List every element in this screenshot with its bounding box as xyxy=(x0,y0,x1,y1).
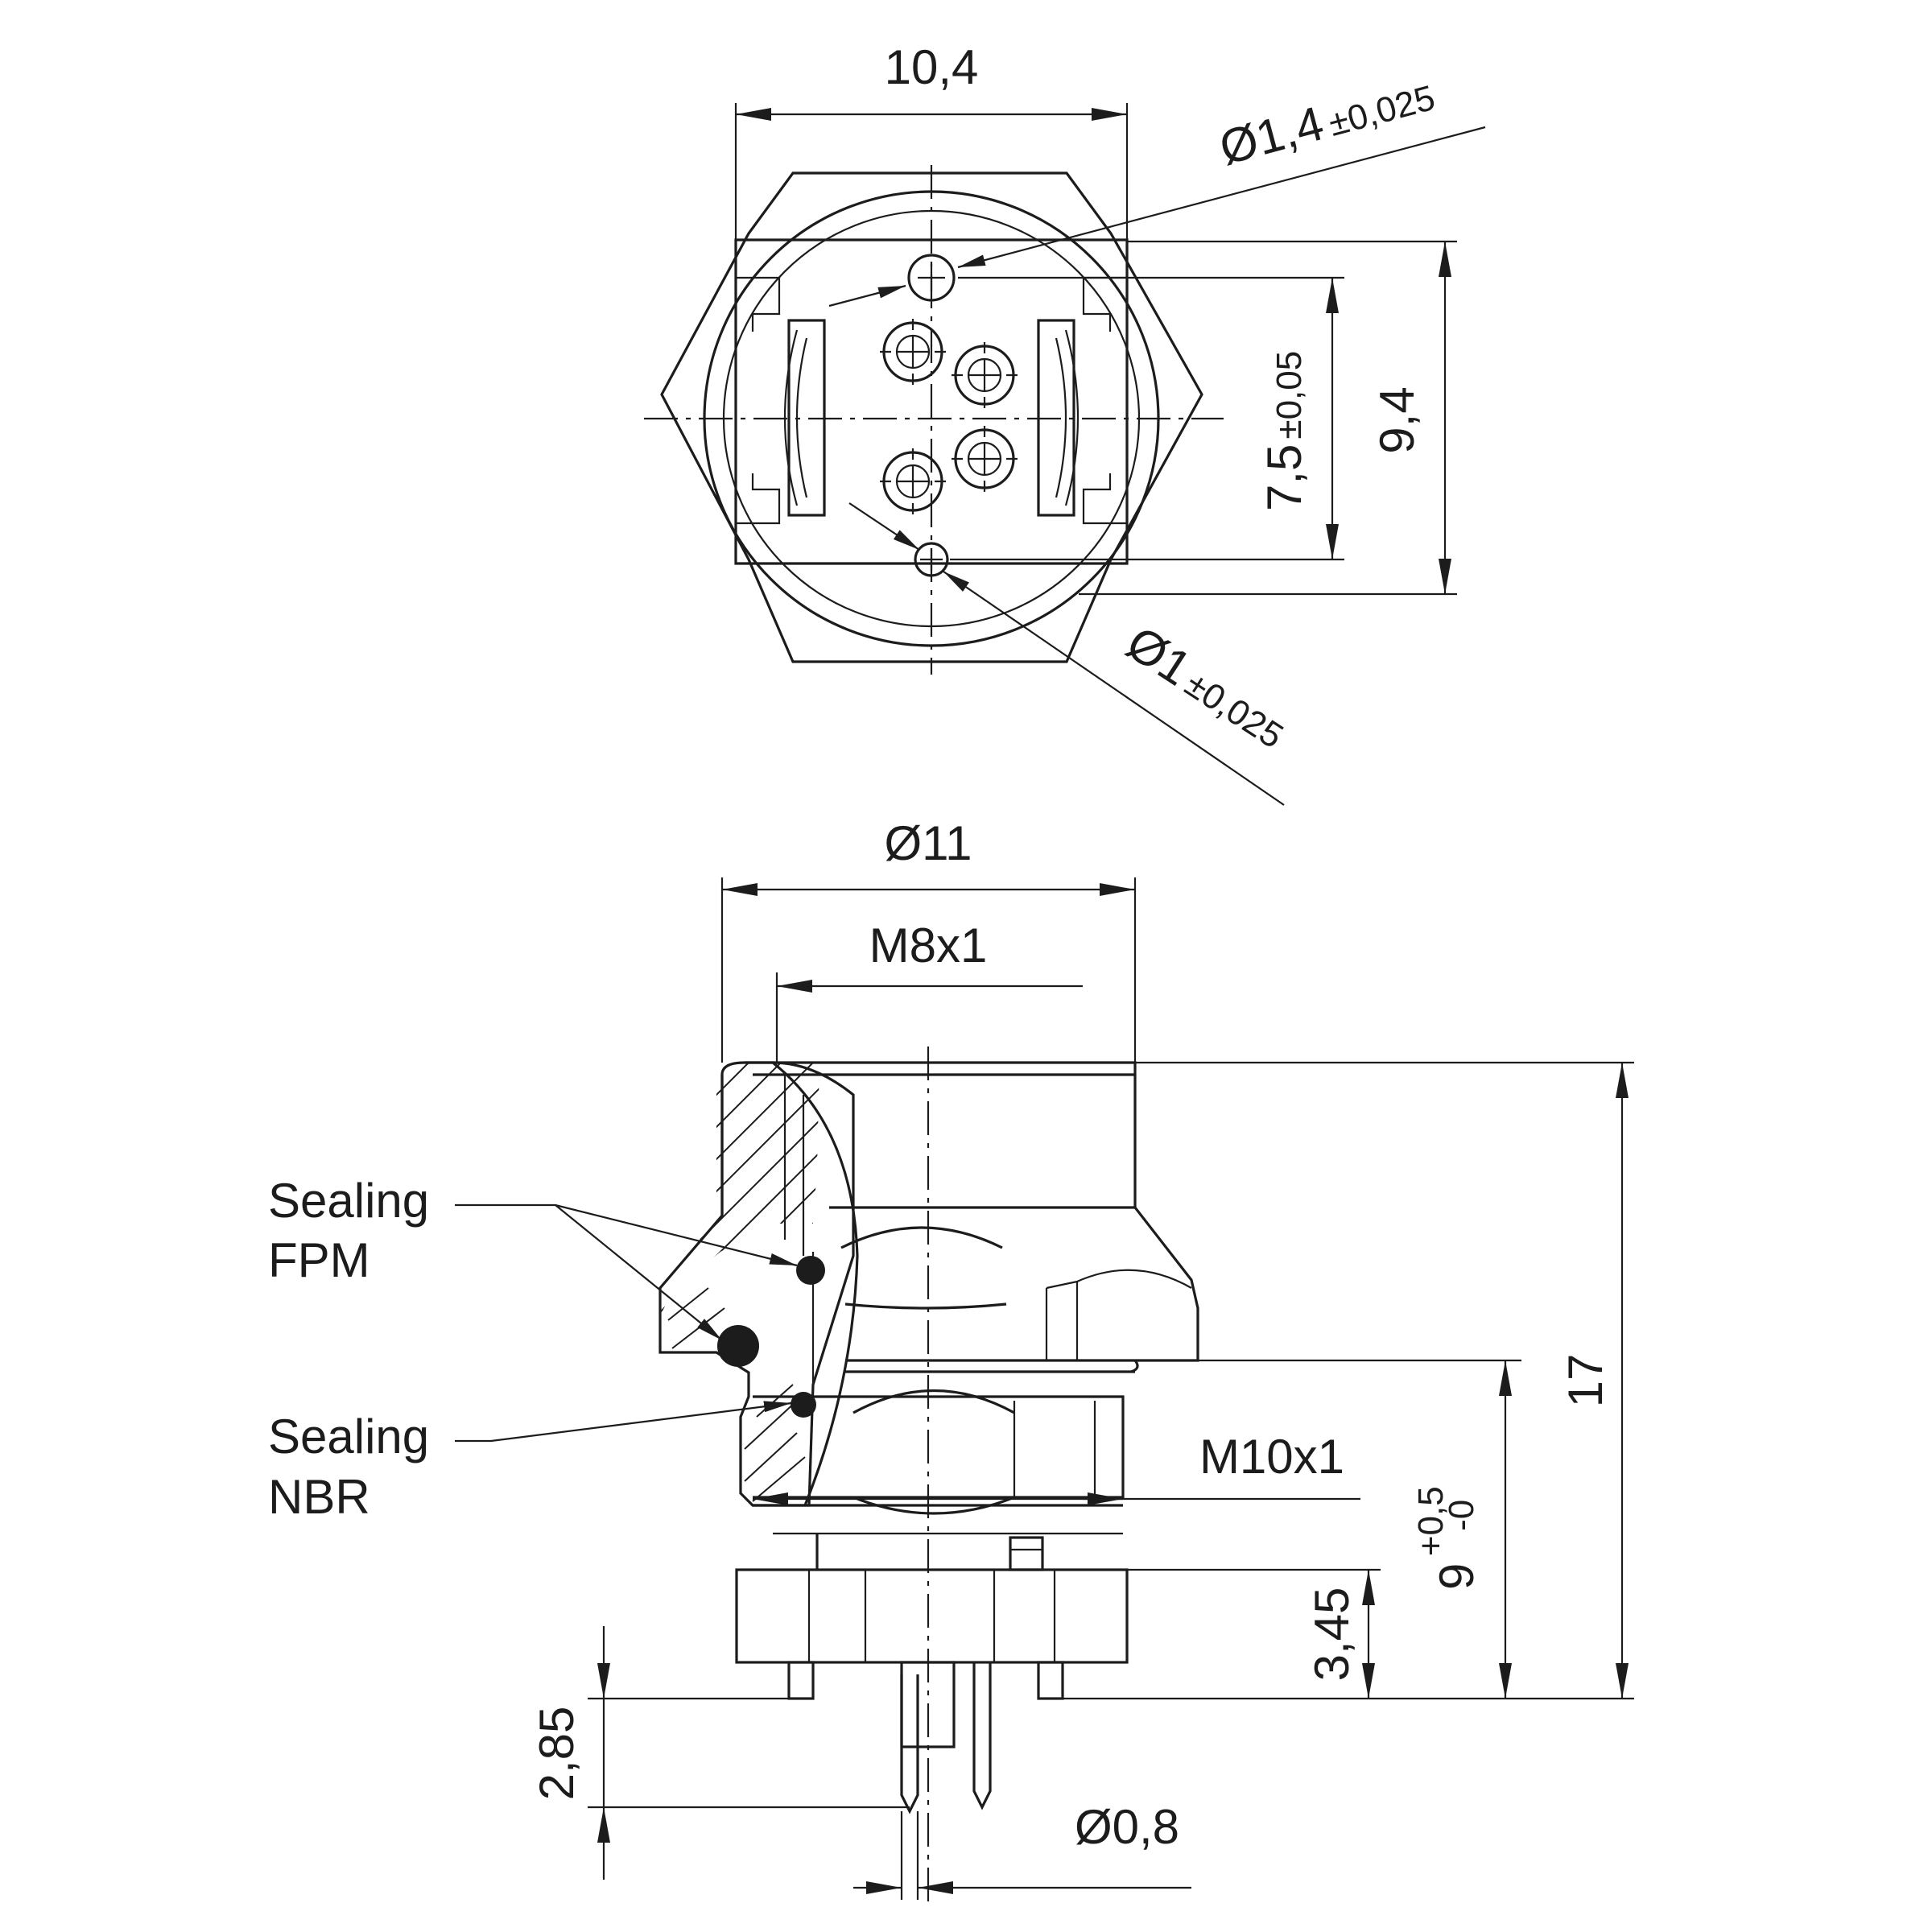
pin-circle xyxy=(952,426,1018,492)
dim-total-height: 17 xyxy=(1558,1354,1612,1408)
dim-base-height: 3,45 xyxy=(1305,1587,1359,1682)
seal-ring-fpm xyxy=(796,1256,825,1285)
pin-circle xyxy=(880,448,946,514)
dim-outer-dia: Ø11 xyxy=(885,816,972,870)
dim-mount-height: 9 +0,5 -0 xyxy=(1411,1483,1484,1590)
pcb-pin xyxy=(972,1662,992,1810)
label-seal-fpm-material: FPM xyxy=(268,1233,370,1287)
front-clip-frame xyxy=(734,238,1129,565)
dim-pin-pitch: 7,5±0,05 xyxy=(1257,351,1311,511)
contact-pins xyxy=(880,254,1018,577)
dim-pin-large-dia: Ø1,4±0,025 xyxy=(1214,66,1439,175)
label-seal-fpm: Sealing xyxy=(268,1174,429,1228)
seal-ring-nbr xyxy=(791,1392,816,1418)
pin-circle xyxy=(880,319,946,385)
front-view: 10,4 7,5±0,05 9,4 Ø1,4±0,025 Ø1±0,025 xyxy=(644,40,1486,806)
lower-nut xyxy=(753,1395,1125,1507)
side-view: Ø11 M8x1 xyxy=(268,816,1634,1908)
dim-pin-dia: Ø0,8 xyxy=(1075,1800,1179,1854)
dim-thread-bottom: M10x1 xyxy=(1199,1430,1344,1484)
dim-height-front: 9,4 xyxy=(1370,386,1424,453)
label-seal-nbr: Sealing xyxy=(268,1410,429,1463)
pin-circle xyxy=(952,342,1018,408)
dim-width-front: 10,4 xyxy=(885,40,979,94)
dim-pin-length: 2,85 xyxy=(530,1707,584,1801)
hex-outline xyxy=(660,171,1203,663)
label-seal-nbr-material: NBR xyxy=(268,1470,370,1524)
pcb-pin xyxy=(900,1674,919,1814)
base-block xyxy=(735,1568,1129,1664)
dim-pin-small-dia: Ø1±0,025 xyxy=(1117,616,1297,758)
seal-ring-outer xyxy=(717,1325,759,1367)
dim-thread-top: M8x1 xyxy=(869,919,988,972)
upper-sleeve xyxy=(720,1061,1199,1362)
